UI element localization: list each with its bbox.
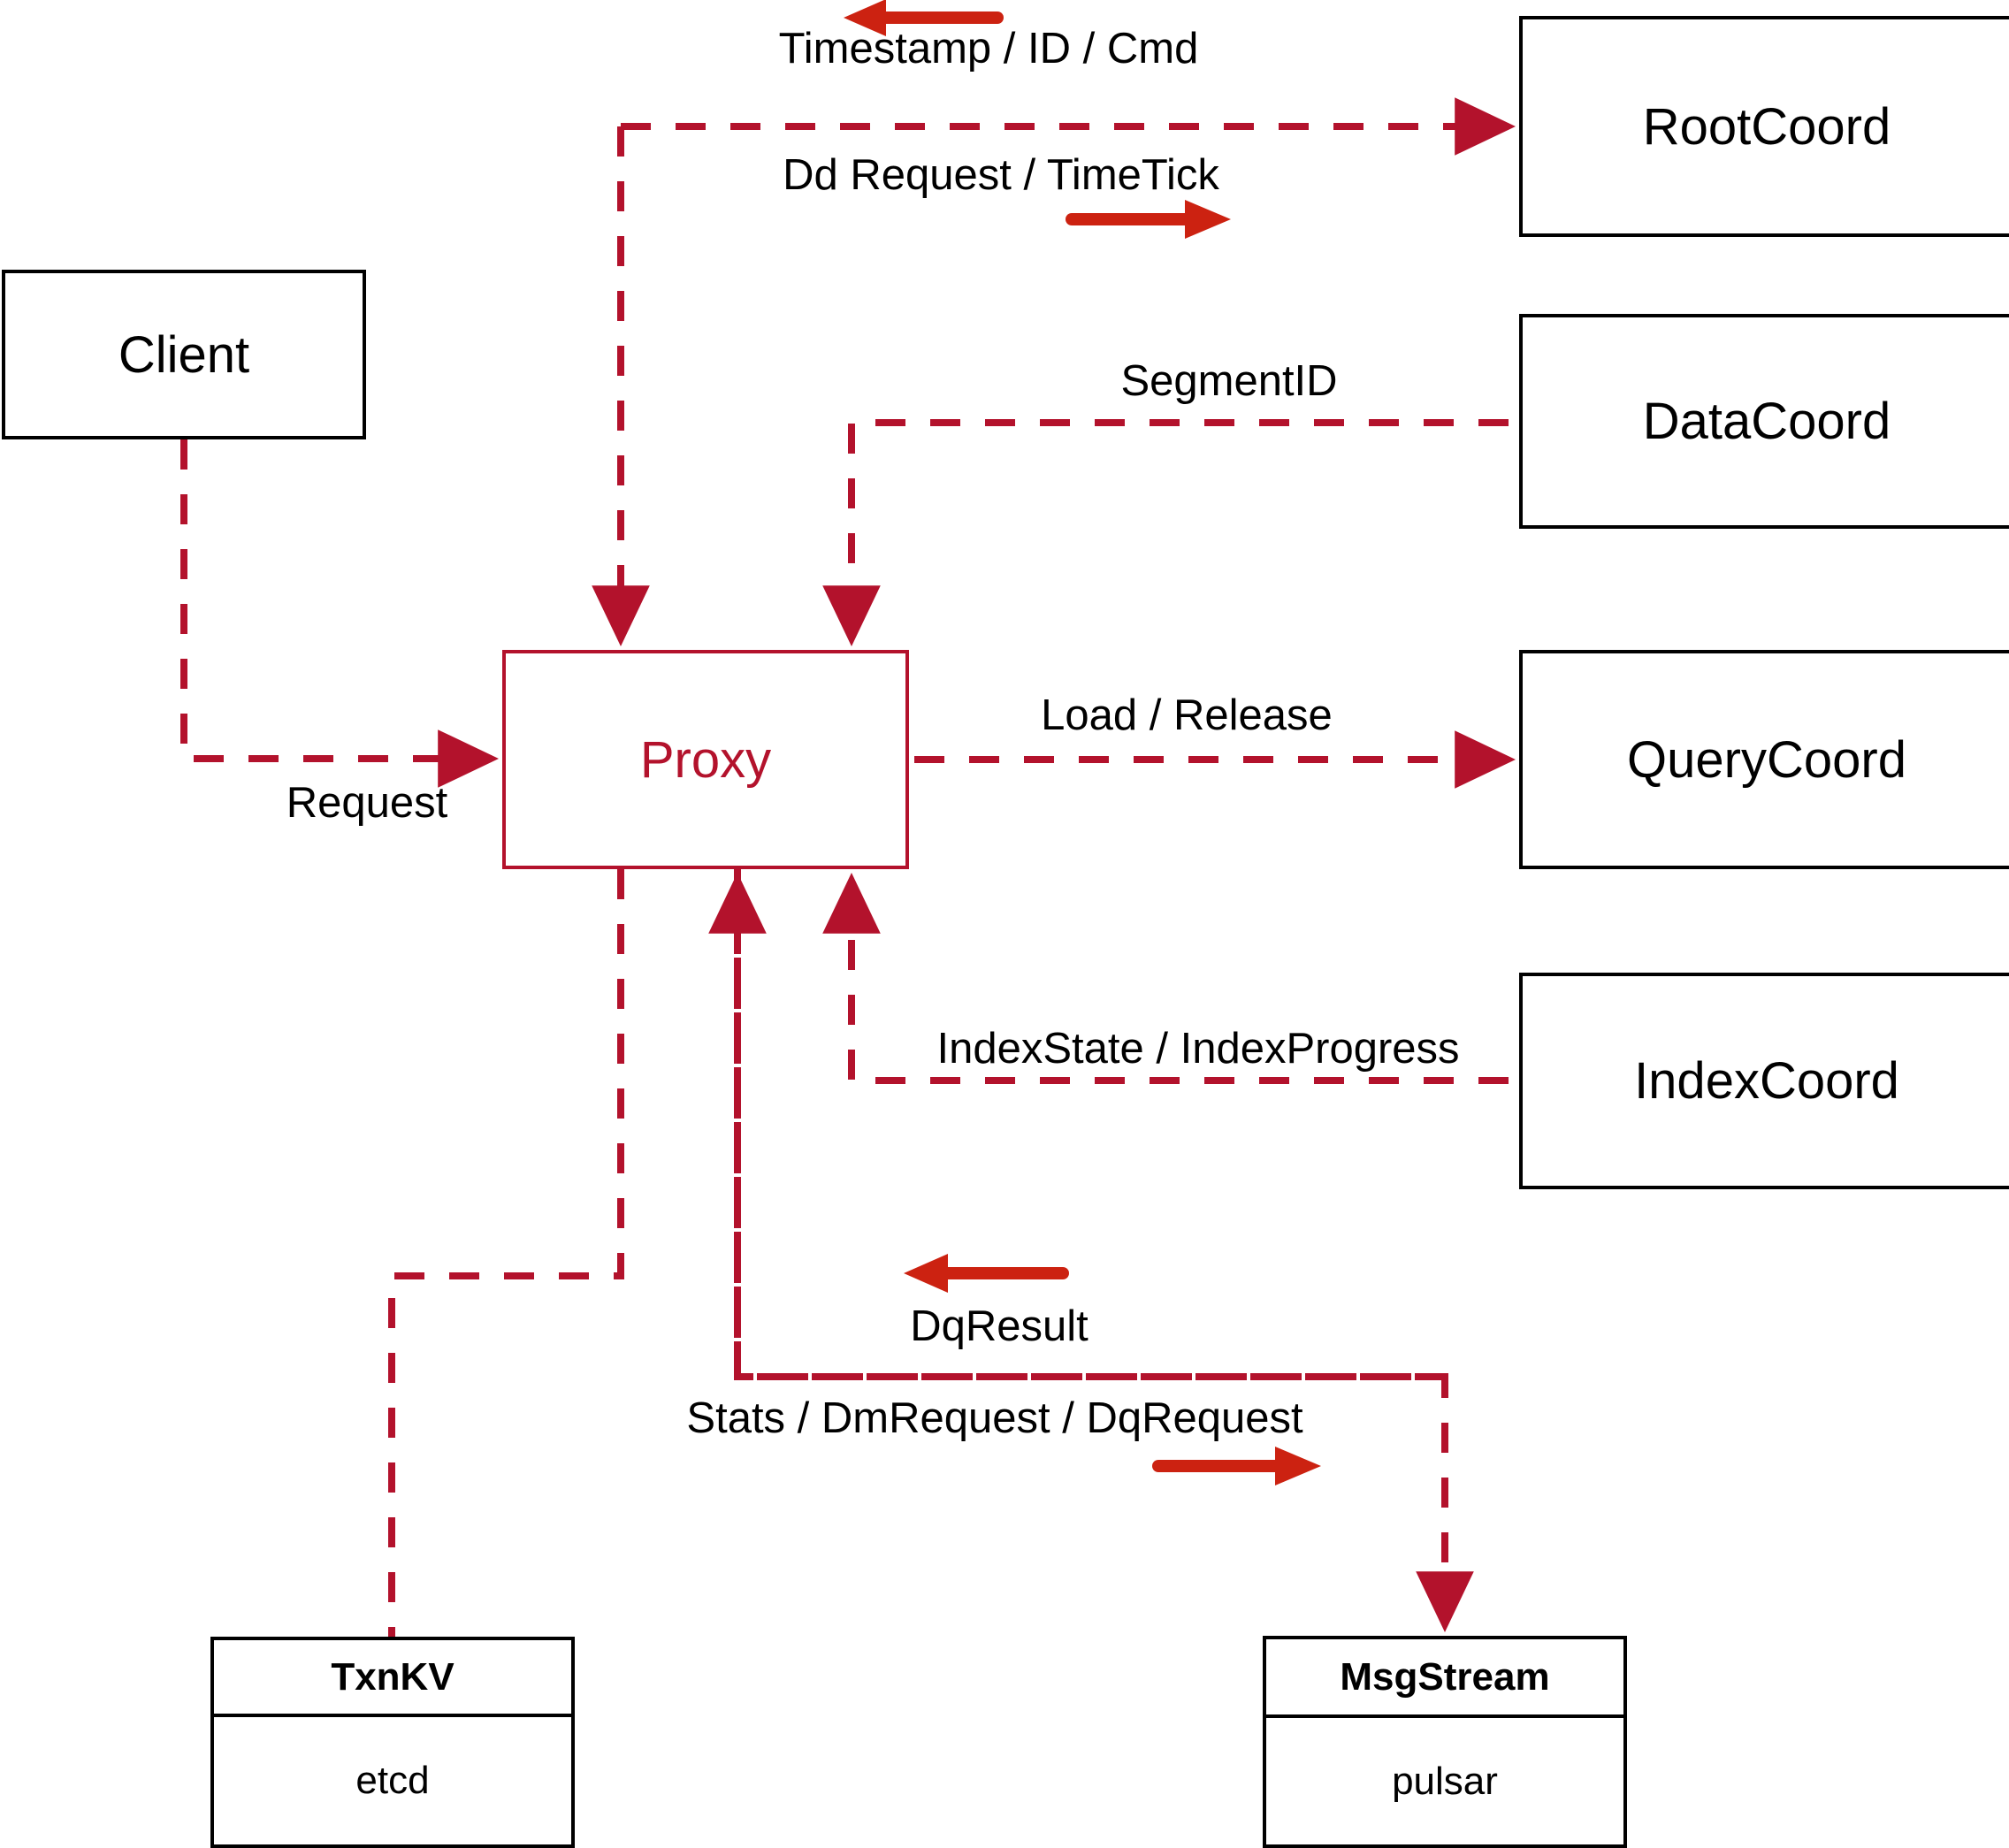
node-msgstream-header: MsgStream <box>1266 1639 1623 1718</box>
node-txnkv-header: TxnKV <box>214 1640 571 1717</box>
node-querycoord[interactable]: QueryCoord <box>1519 650 2009 869</box>
decorative-arrow-ddrequest-right <box>1066 200 1231 239</box>
edge-label-segment-id: SegmentID <box>1120 357 1338 405</box>
node-msgstream-body: pulsar <box>1266 1718 1623 1844</box>
node-rootcoord[interactable]: RootCoord <box>1519 16 2009 237</box>
node-txnkv[interactable]: TxnKV etcd <box>210 1637 575 1848</box>
node-client-label: Client <box>118 325 250 384</box>
node-msgstream[interactable]: MsgStream pulsar <box>1263 1636 1627 1848</box>
node-txnkv-body-label: etcd <box>355 1759 430 1802</box>
edge-label-dq-result: DqResult <box>910 1302 1089 1350</box>
wire-msgstream-to-proxy <box>708 872 1445 1380</box>
wire-indexcoord-to-proxy <box>822 872 1509 1084</box>
node-txnkv-body: etcd <box>214 1717 571 1844</box>
decorative-arrow-dqresult-left <box>904 1254 1069 1293</box>
node-msgstream-header-label: MsgStream <box>1340 1654 1550 1699</box>
edge-label-stats-dm-dq: Stats / DmRequest / DqRequest <box>686 1394 1303 1442</box>
wire-proxy-to-txnkv <box>388 869 624 1637</box>
wire-proxy-to-msgstream <box>734 869 1474 1633</box>
edge-label-request: Request <box>286 779 448 827</box>
node-rootcoord-label: RootCoord <box>1642 97 1891 156</box>
node-datacoord[interactable]: DataCoord <box>1519 314 2009 529</box>
edge-label-load-release: Load / Release <box>1041 691 1333 739</box>
node-proxy-label: Proxy <box>639 730 772 789</box>
node-datacoord-label: DataCoord <box>1642 393 1891 450</box>
node-indexcoord-label: IndexCoord <box>1634 1052 1899 1110</box>
edge-label-index-state: IndexState / IndexProgress <box>936 1025 1460 1073</box>
wire-datacoord-to-proxy <box>822 419 1509 647</box>
edge-label-timestamp-id-cmd: Timestamp / ID / Cmd <box>778 25 1199 73</box>
node-txnkv-header-label: TxnKV <box>331 1654 455 1699</box>
decorative-arrow-stats-right <box>1152 1447 1321 1485</box>
decorative-arrow-timestamp-left <box>844 0 1004 36</box>
node-client[interactable]: Client <box>2 270 366 439</box>
node-indexcoord[interactable]: IndexCoord <box>1519 973 2009 1189</box>
node-querycoord-label: QueryCoord <box>1627 730 1906 789</box>
node-proxy[interactable]: Proxy <box>502 650 909 869</box>
wire-client-to-proxy <box>180 439 500 788</box>
node-msgstream-body-label: pulsar <box>1392 1759 1498 1803</box>
edge-label-dd-request: Dd Request / TimeTick <box>783 151 1219 199</box>
